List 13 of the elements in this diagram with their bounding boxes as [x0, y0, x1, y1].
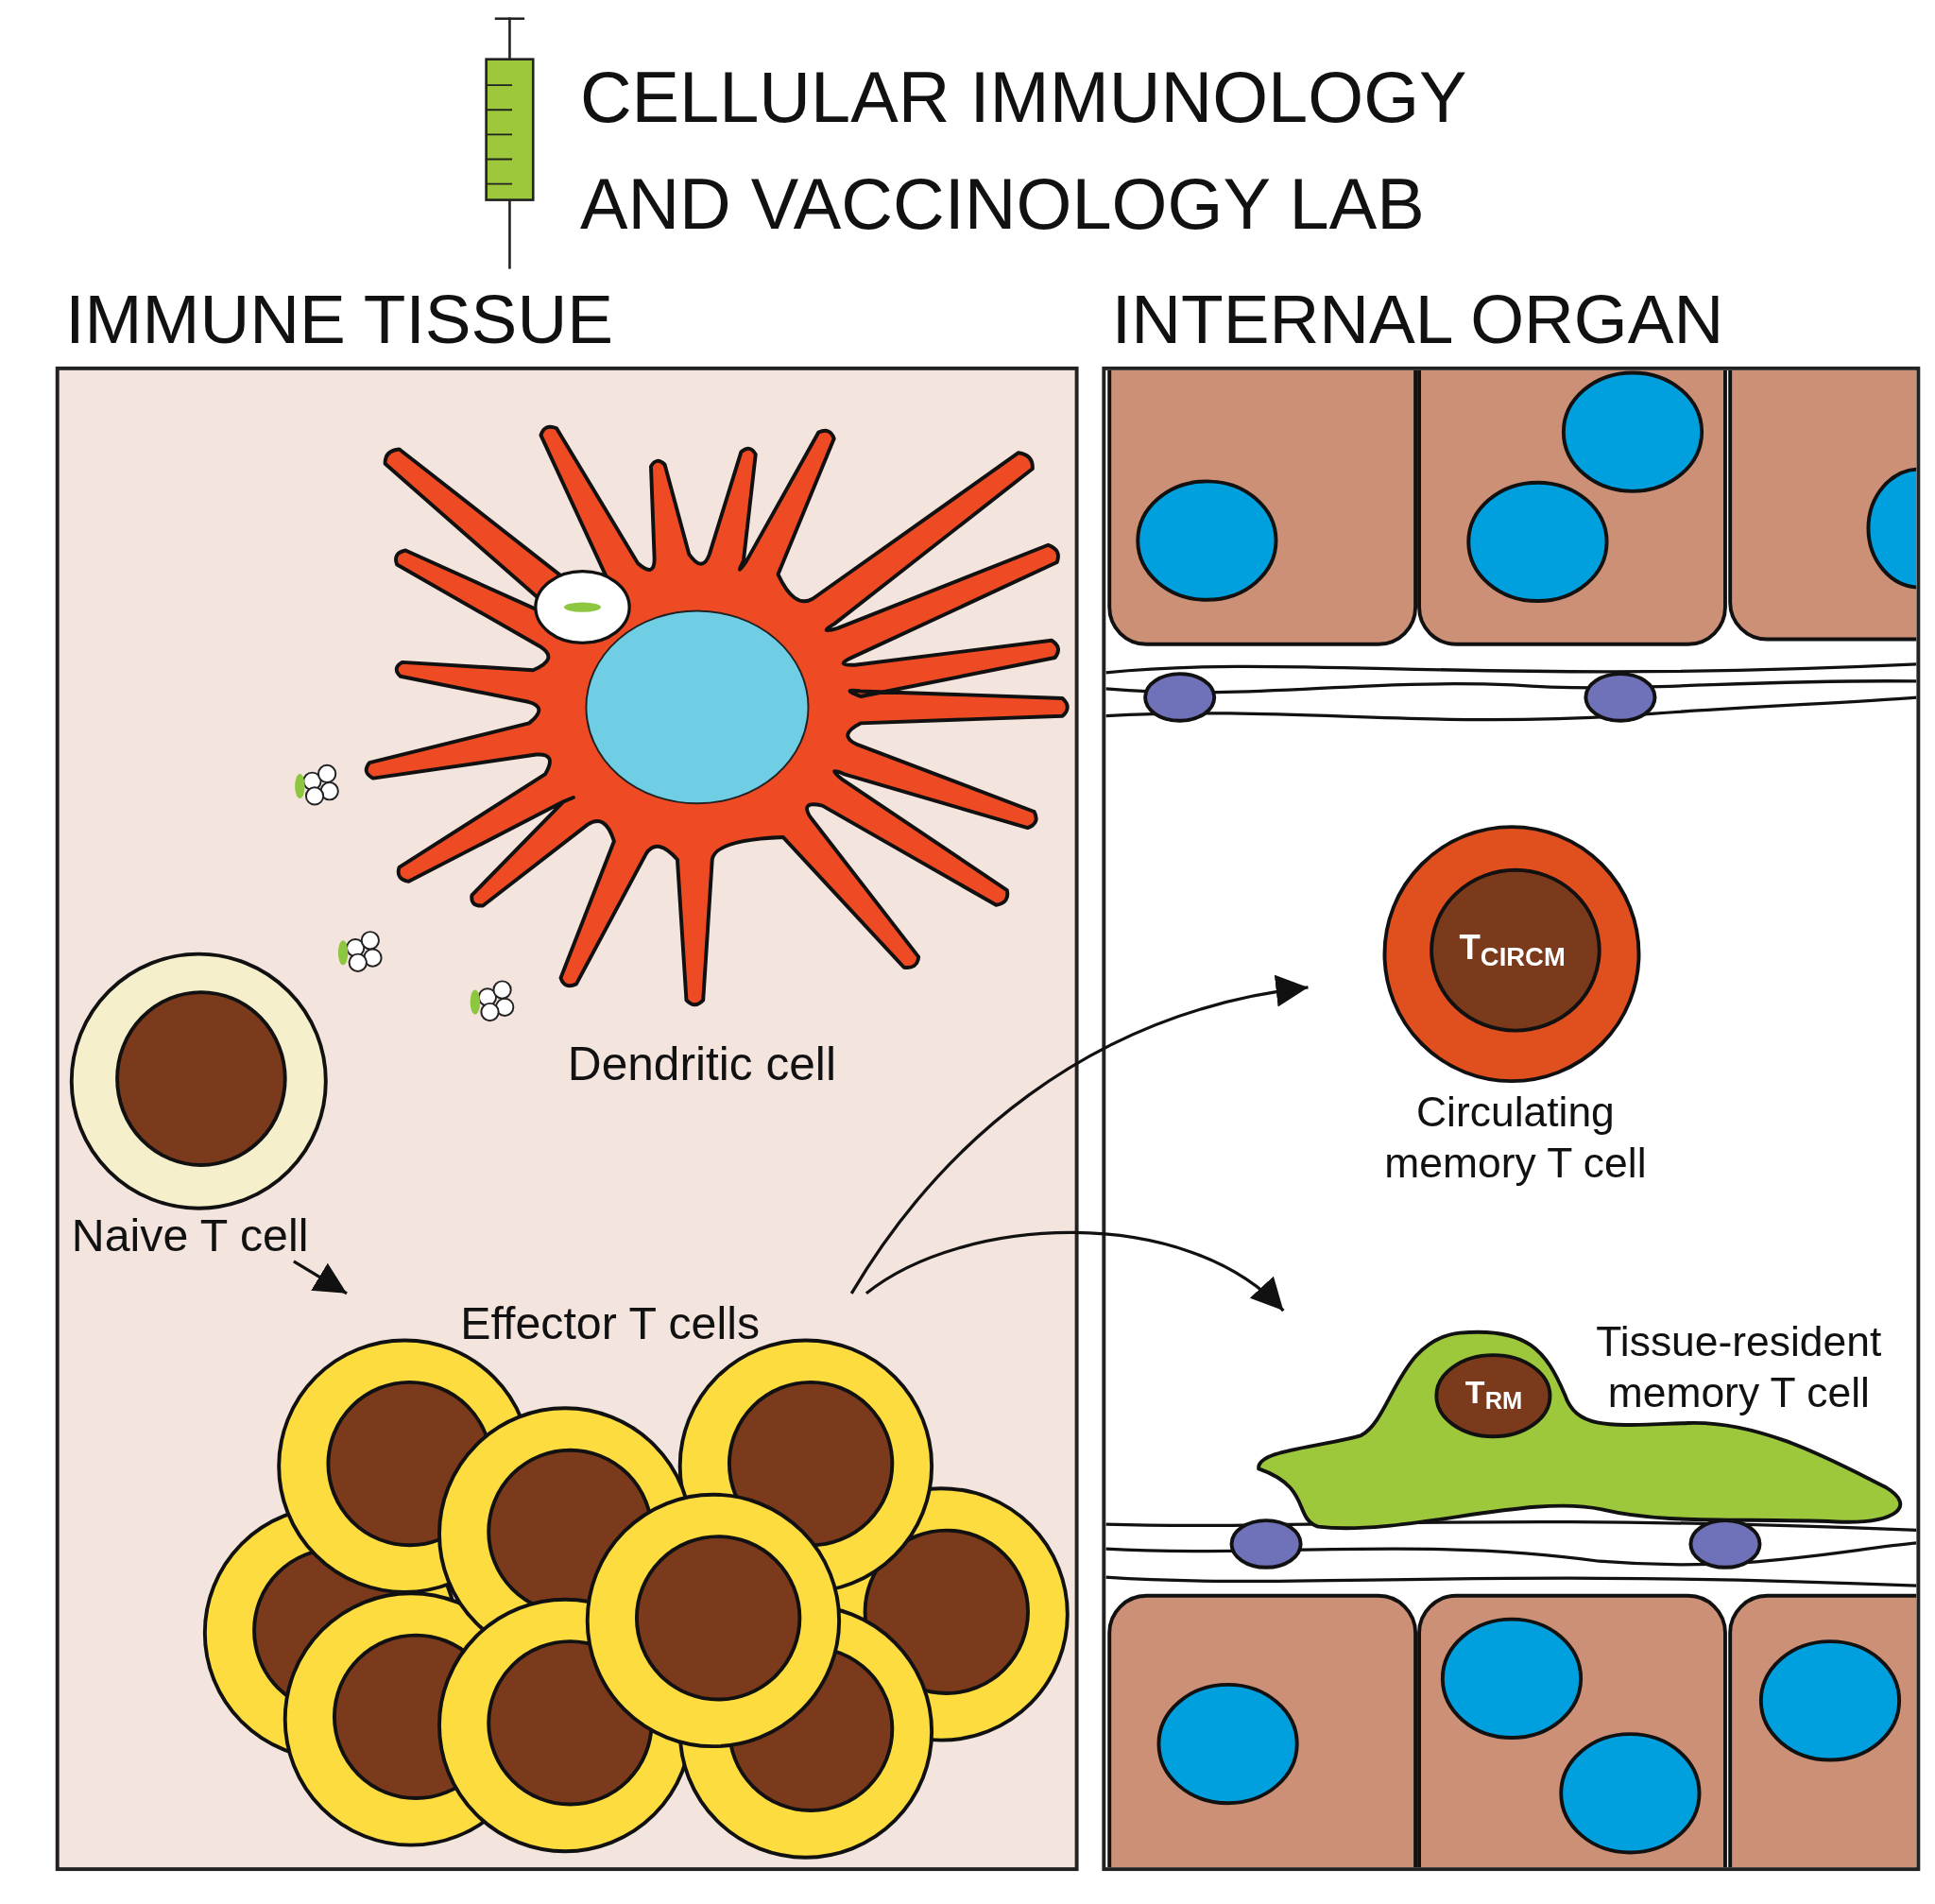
panel-heading: IMMUNE TISSUE: [65, 280, 613, 360]
cell-label: Tissue-resident memory T cell: [1595, 1316, 1883, 1417]
arrow: [293, 1260, 348, 1295]
arrow: [865, 1230, 1285, 1312]
panel-heading: INTERNAL ORGAN: [1111, 280, 1724, 360]
cell-label: Dendritic cell: [567, 1037, 837, 1092]
lab-title: CELLULAR IMMUNOLOGY AND VACCINOLOGY LAB: [579, 56, 1467, 246]
arrow: [849, 976, 1309, 1295]
cell-label: Circulating memory T cell: [1383, 1088, 1648, 1188]
cell-type-label: T$_{RM}$: [1464, 1373, 1524, 1416]
cell-type-label: T$_{CIRCM}$: [1458, 927, 1567, 972]
cell-label: Effector T cells: [460, 1297, 762, 1351]
cell-label: Naive T cell: [71, 1209, 310, 1263]
